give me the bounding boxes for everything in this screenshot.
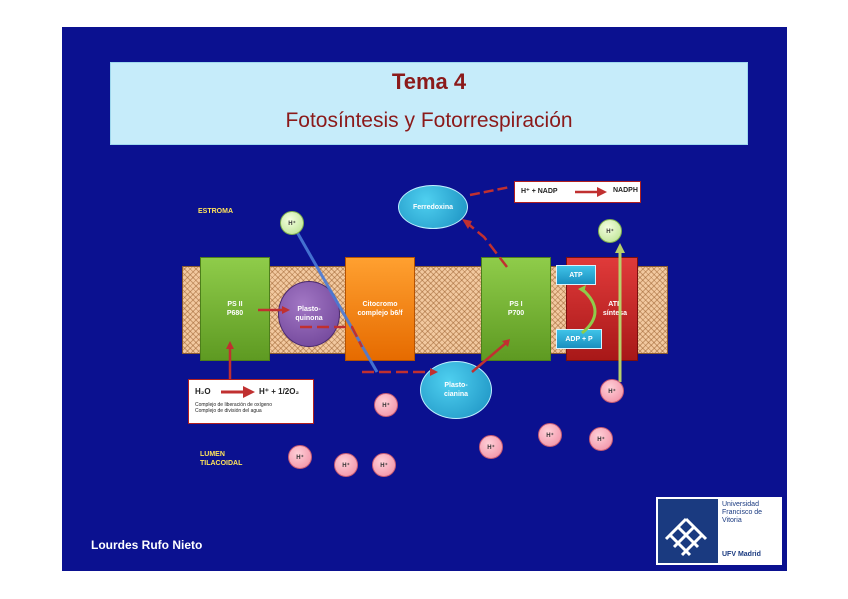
proton-lumen-2: H⁺ [600, 379, 624, 403]
psii-label-1: PS II [227, 301, 243, 308]
photosystem-i: PS I P700 [481, 257, 551, 361]
logo-line-1: Universidad [722, 501, 759, 508]
plastoquinone-label-1: Plasto- [297, 306, 321, 313]
psi-label-1: PS I [509, 301, 523, 308]
psii-label-2: P680 [226, 310, 244, 317]
proton-lumen-4: H⁺ [589, 427, 613, 451]
logo-text: Universidad Francisco de Vitoria [722, 501, 762, 525]
cytochrome-to-pc-arrowhead [430, 368, 438, 376]
water-reaction-arrow-icon [221, 386, 255, 398]
logo-line-3: Vitoria [722, 517, 742, 524]
plastoquinone-label-2: quinona [295, 315, 323, 322]
ferredoxin: Ferredoxina [398, 185, 468, 229]
proton-stroma-1: H⁺ [280, 211, 304, 235]
ufv-logo-icon [658, 499, 718, 563]
proton-diffusion-line [295, 231, 379, 373]
water-product: H⁺ + 1/2O₂ [259, 387, 300, 396]
water-reactant: H₂O [195, 387, 211, 396]
water-splitting-box: H₂O H⁺ + 1/2O₂ Complejo de liberación de… [188, 379, 314, 424]
author-name: Lourdes Rufo Nieto [91, 538, 203, 552]
slide-title: Tema 4 [391, 69, 467, 94]
proton-lumen-6: H⁺ [288, 445, 312, 469]
proton-lumen-5: H⁺ [479, 435, 503, 459]
water-note-2: Complejo de división del agua [195, 408, 262, 414]
slide-subtitle: Fotosíntesis y Fotorrespiración [285, 109, 573, 132]
lumen-label-line2: TILACOIDAL [200, 460, 243, 467]
pc-to-psi-arrowhead [502, 339, 510, 347]
atp-cycle-arrowhead [578, 285, 586, 293]
plastocyanin-label-1: Plasto- [444, 382, 468, 389]
reaction-arrow-icon [575, 187, 607, 197]
pq-to-cytochrome-path [300, 325, 364, 348]
atp-cycle-arrow [580, 287, 597, 335]
pc-to-psi-arrow [471, 342, 507, 373]
nadph-product: NADPH [613, 187, 638, 194]
cytochrome-b6f: Citocromo complejo b6/f [345, 257, 415, 361]
psi-to-ferredoxin-path [466, 222, 508, 268]
ferredoxin-to-nadp-path [469, 185, 511, 197]
proton-return-arrowhead [615, 243, 625, 253]
proton-lumen-3: H⁺ [538, 423, 562, 447]
cytochrome-label-1: Citocromo [362, 301, 398, 308]
psi-to-ferredoxin-arrowhead [462, 219, 472, 229]
atp-synthase-label-2: síntesa [602, 310, 627, 317]
electron-flow-arrows [226, 185, 625, 382]
proton-lumen-7: H⁺ [334, 453, 358, 477]
logo-ufv-madrid: UFV Madrid [722, 551, 761, 558]
water-to-psii-arrowhead [226, 341, 234, 349]
cytochrome-label-2: complejo b6/f [357, 310, 403, 317]
slide: Tema 4 Fotosíntesis y Fotorrespiración E… [62, 27, 787, 571]
university-logo: Universidad Francisco de Vitoria UFV Mad… [656, 497, 782, 565]
plastocyanin-label-2: cianina [443, 391, 469, 398]
nadp-reactant: H⁺ + NADP [521, 188, 558, 195]
psi-label-2: P700 [507, 310, 525, 317]
nadph-reaction-box: H⁺ + NADP NADPH [514, 181, 641, 203]
proton-lumen-8: H⁺ [372, 453, 396, 477]
atp-box: ATP [556, 265, 596, 285]
proton-stroma-2: H⁺ [598, 219, 622, 243]
water-note-1: Complejo de liberación de oxígeno [195, 402, 272, 408]
adp-box: ADP + P [556, 329, 602, 349]
ufv-pattern-icon [664, 517, 708, 557]
atp-synthase-label-1: ATP [608, 301, 622, 308]
title-box: Tema 4 Fotosíntesis y Fotorrespiración [110, 62, 748, 145]
logo-line-2: Francisco de [722, 509, 763, 516]
stroma-label: ESTROMA [198, 208, 233, 215]
lumen-label-line1: LUMEN [200, 451, 225, 458]
psii-to-pq-arrowhead [282, 306, 290, 314]
proton-lumen-1: H⁺ [374, 393, 398, 417]
lumen-label: LUMEN TILACOIDAL [200, 450, 242, 468]
